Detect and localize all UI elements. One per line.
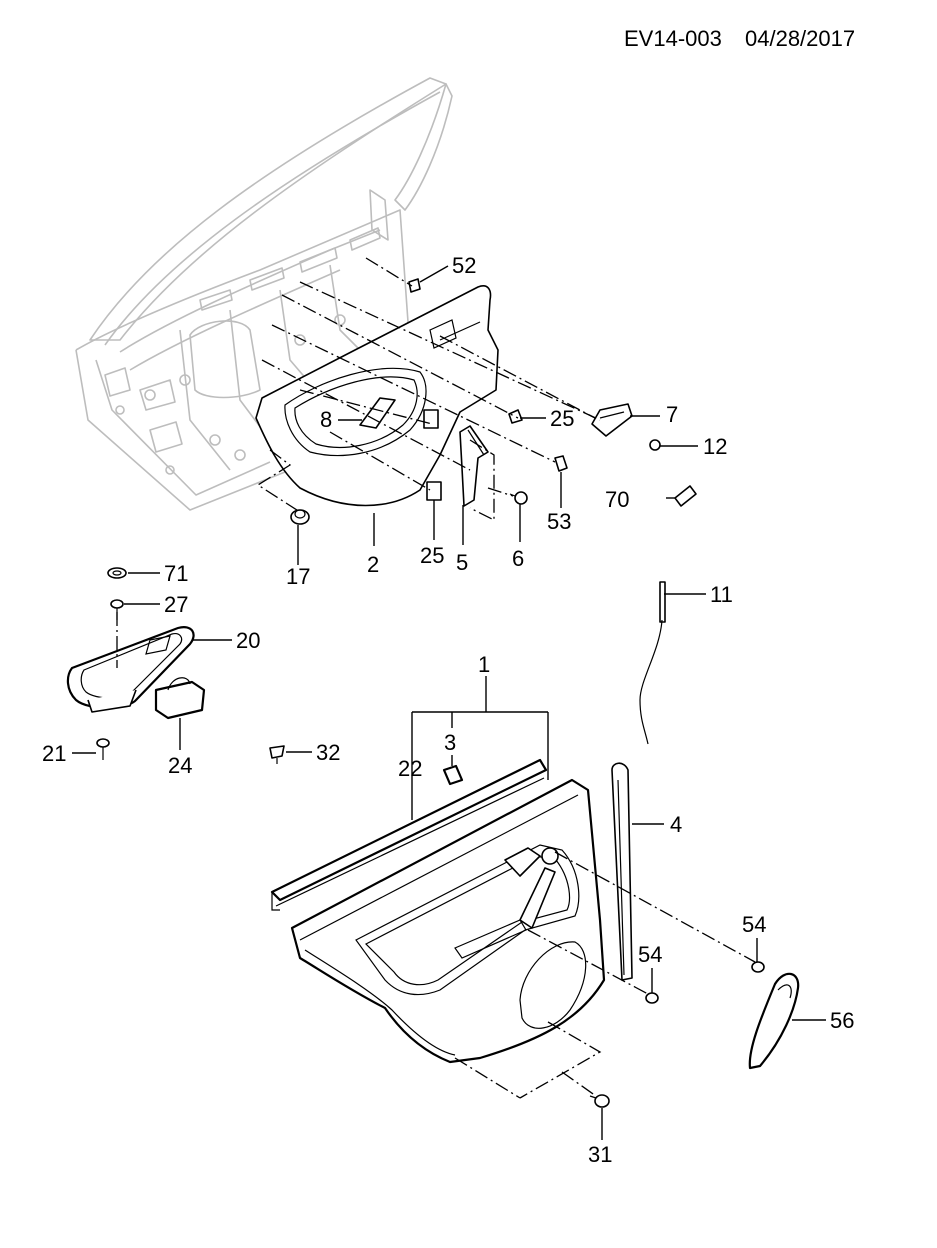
door-weatherstrip-part-4 xyxy=(611,762,633,981)
callout-8: 8 xyxy=(320,407,332,432)
callout-5: 5 xyxy=(456,550,468,575)
callout-labels: 52 7 25 12 8 70 17 2 25 5 6 53 11 71 27 … xyxy=(42,253,854,1167)
callout-7: 7 xyxy=(666,402,678,427)
callout-12: 12 xyxy=(703,434,727,459)
pad-part-70 xyxy=(674,485,697,507)
clip-part-3 xyxy=(442,764,464,786)
plug-part-17 xyxy=(290,509,310,525)
callout-71: 71 xyxy=(164,561,188,586)
bracket-part-5 xyxy=(459,425,489,507)
callout-24: 24 xyxy=(168,753,192,778)
callout-56: 56 xyxy=(830,1008,854,1033)
clip-25-upper xyxy=(423,409,439,429)
inner-handle-part-7 xyxy=(591,403,633,437)
pull-cup-cover-part-56 xyxy=(748,972,800,1070)
window-switch-part-24 xyxy=(154,677,206,720)
callout-20: 20 xyxy=(236,628,260,653)
door-shell-ghost xyxy=(75,77,453,511)
callout-54-left: 54 xyxy=(638,942,662,967)
panel-handle-bezel xyxy=(504,847,559,929)
callout-2: 2 xyxy=(367,552,379,577)
screw-part-21 xyxy=(96,738,110,760)
screw-part-6 xyxy=(509,491,528,505)
insulator-part-8 xyxy=(359,397,396,429)
callout-21: 21 xyxy=(42,741,66,766)
callout-1: 1 xyxy=(478,652,490,677)
callout-32: 32 xyxy=(316,740,340,765)
callout-11: 11 xyxy=(710,582,733,607)
clip-25-lower xyxy=(426,481,442,501)
callout-3: 3 xyxy=(444,730,456,755)
clip-part-32 xyxy=(269,745,285,764)
door-trim-panel-part-1 xyxy=(290,778,606,1064)
lock-rod-part-11 xyxy=(639,581,666,745)
callout-4: 4 xyxy=(670,812,682,837)
callout-17: 17 xyxy=(286,564,310,589)
inner-panel-part-2 xyxy=(255,285,499,507)
callout-53: 53 xyxy=(547,509,571,534)
screw-part-54-left xyxy=(645,992,659,1004)
callout-70: 70 xyxy=(605,487,629,512)
callout-25-lower: 25 xyxy=(420,543,444,568)
assembly-lines xyxy=(116,257,756,1099)
nut-part-53 xyxy=(554,455,568,472)
washer-part-71 xyxy=(107,567,127,579)
callout-31: 31 xyxy=(588,1142,612,1167)
leader-lines xyxy=(72,265,826,1140)
callout-25-right: 25 xyxy=(550,406,574,431)
screw-part-31 xyxy=(589,1094,610,1108)
callout-54-right: 54 xyxy=(742,912,766,937)
callout-27: 27 xyxy=(164,592,188,617)
diagram-code: EV14-003 xyxy=(624,26,722,51)
callout-6: 6 xyxy=(512,546,524,571)
callout-22: 22 xyxy=(398,756,422,781)
callout-52: 52 xyxy=(452,253,476,278)
window-weatherstrip-part-22 xyxy=(270,758,548,911)
armrest-part-20 xyxy=(66,626,195,713)
diagram-date: 04/28/2017 xyxy=(745,26,855,51)
clip-part-25-right xyxy=(508,409,523,424)
screw-part-54-right xyxy=(751,961,765,973)
screw-part-12 xyxy=(649,439,661,451)
clip-part-52 xyxy=(408,278,421,293)
